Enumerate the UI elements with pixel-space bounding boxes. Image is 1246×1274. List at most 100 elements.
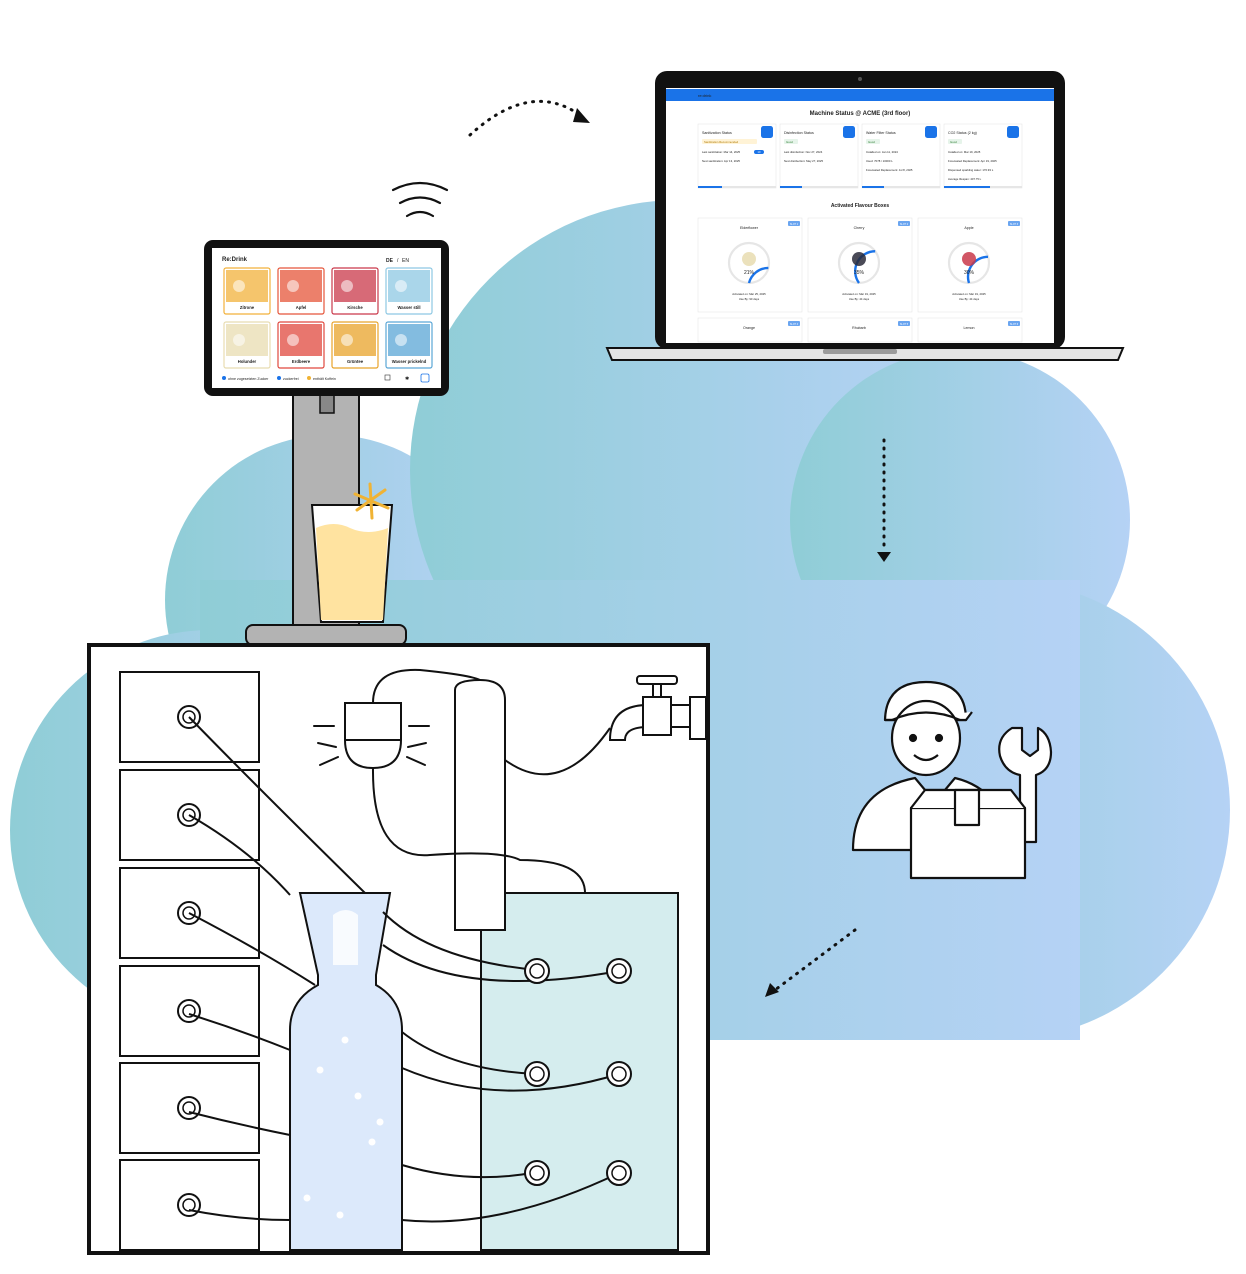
arrowhead-icon xyxy=(765,983,779,997)
tank-port xyxy=(606,958,632,984)
tile-image xyxy=(280,270,322,302)
box-activated: Activated on: Mar 19, 2025 xyxy=(952,292,986,296)
card-line: Installed on: Mar 19, 2025 xyxy=(948,150,981,154)
flavour-drawer xyxy=(119,965,260,1057)
tank-port xyxy=(524,958,550,984)
card-line: Average lifespan: 407.75 L xyxy=(948,177,982,181)
card-line: Installed on: Jan 11, 2024 xyxy=(866,150,898,154)
box-name: Orange xyxy=(743,326,755,330)
tank-port-inner xyxy=(611,1066,627,1082)
tubes xyxy=(188,668,620,1223)
card-line: Forecasted Replacement: Apr 19, 2025 xyxy=(948,159,997,163)
card-line: Forecasted Replacement: Jul 8, 2025 xyxy=(866,168,913,172)
kiosk-brand: Re:Drink xyxy=(222,257,248,263)
card-icon xyxy=(925,126,937,138)
flavour-drawer xyxy=(119,1062,260,1154)
lamp-icon xyxy=(313,702,430,770)
box-frame xyxy=(807,317,913,343)
home-icon[interactable] xyxy=(420,373,430,383)
box-name: Elderflower xyxy=(740,226,759,230)
flavour-tile[interactable]: Holunder xyxy=(223,321,271,369)
tank-port-inner xyxy=(529,1165,545,1181)
dashboard-title: Machine Status @ ACME (3rd floor) xyxy=(810,111,911,117)
laptop: re:drink Machine Status @ ACME (3rd floo… xyxy=(605,71,1125,361)
tile-fruit xyxy=(341,280,353,292)
box-tag: SLOT 4 xyxy=(790,323,799,326)
card-pill-bg xyxy=(754,150,764,154)
flavour-tile[interactable]: Kirsche xyxy=(331,267,379,315)
box-tag: SLOT 3 xyxy=(1010,223,1019,226)
flavour-tile[interactable]: Zitrone xyxy=(223,267,271,315)
flavour-tile[interactable]: Erdbeere xyxy=(277,321,325,369)
tile-label: Apfel xyxy=(296,305,306,310)
card-icon xyxy=(1007,126,1019,138)
card-badge: Good xyxy=(868,140,875,144)
tank-port xyxy=(524,1160,550,1186)
card-title: Disinfection Status xyxy=(784,131,814,135)
drawer-port-inner xyxy=(182,906,196,920)
tank-port-inner xyxy=(529,1066,545,1082)
tile-image xyxy=(334,270,376,302)
drawer-port xyxy=(177,999,201,1023)
card-line: Dispensed sparkling water: 170.93 L xyxy=(948,168,994,172)
tank-port-inner xyxy=(611,1165,627,1181)
flow-arrows xyxy=(468,99,886,992)
lang-de[interactable]: DE xyxy=(386,258,394,264)
tile-fruit xyxy=(287,280,299,292)
flavour-box: SLOT 4 Orange xyxy=(697,317,803,343)
wifi-icon xyxy=(391,181,449,218)
gauge-percent: 21% xyxy=(744,270,755,276)
card-title: Sanitization Status xyxy=(702,131,732,135)
card-line: Last disinfection: Nov 27, 2024 xyxy=(784,150,823,154)
card-line: Used: 7078 / 10000 L xyxy=(866,159,893,163)
drawer-frame xyxy=(119,867,260,959)
flavour-tile[interactable]: Grüntee xyxy=(331,321,379,369)
tile-label: Holunder xyxy=(238,359,257,364)
tank-port-inner xyxy=(529,963,545,979)
tank-port xyxy=(606,1061,632,1087)
card-badge-bg xyxy=(702,139,757,144)
tile-image xyxy=(226,270,268,302)
tile-fruit xyxy=(287,334,299,346)
info-icon[interactable] xyxy=(384,374,391,381)
box-tag-bg xyxy=(1008,221,1020,226)
star-anise-icon xyxy=(353,482,390,520)
card-progress xyxy=(862,186,884,188)
lang-en[interactable]: EN xyxy=(402,258,409,264)
box-tag-bg xyxy=(898,221,910,226)
arrow-to-machine xyxy=(773,928,857,992)
flavour-tile[interactable]: Wasser still xyxy=(385,267,433,315)
settings-icon[interactable]: ✱ xyxy=(405,376,409,382)
box-use-by: Use By: 44 days xyxy=(849,297,870,301)
card-pill: 10 xyxy=(758,150,761,154)
legend-label: zuckerfrei xyxy=(283,377,299,381)
flavour-tile[interactable]: Wasser prickelnd xyxy=(385,321,433,369)
tap-icon xyxy=(608,675,707,741)
box-tag: SLOT 2 xyxy=(900,223,909,226)
tile-fruit xyxy=(233,334,245,346)
flavour-tile[interactable]: Apfel xyxy=(277,267,325,315)
card-line: Last sanitization: Mar 14, 2025 xyxy=(702,150,741,154)
card-badge-bg xyxy=(948,139,962,144)
arrowhead-icon xyxy=(877,552,891,562)
flavour-drawer xyxy=(119,867,260,959)
tank-ports xyxy=(524,958,632,1186)
legend-label: ohne zugesetzten Zucker xyxy=(228,377,269,381)
box-use-by: Use By: 90 days xyxy=(739,297,760,301)
fruit-image xyxy=(962,252,976,266)
tank-port xyxy=(524,1061,550,1087)
box-name: Rhubarb xyxy=(852,326,866,330)
tank-port xyxy=(606,1160,632,1186)
flavour-heading: Activated Flavour Boxes xyxy=(831,203,890,209)
arrowhead-icon xyxy=(573,108,590,123)
box-frame xyxy=(917,317,1023,343)
